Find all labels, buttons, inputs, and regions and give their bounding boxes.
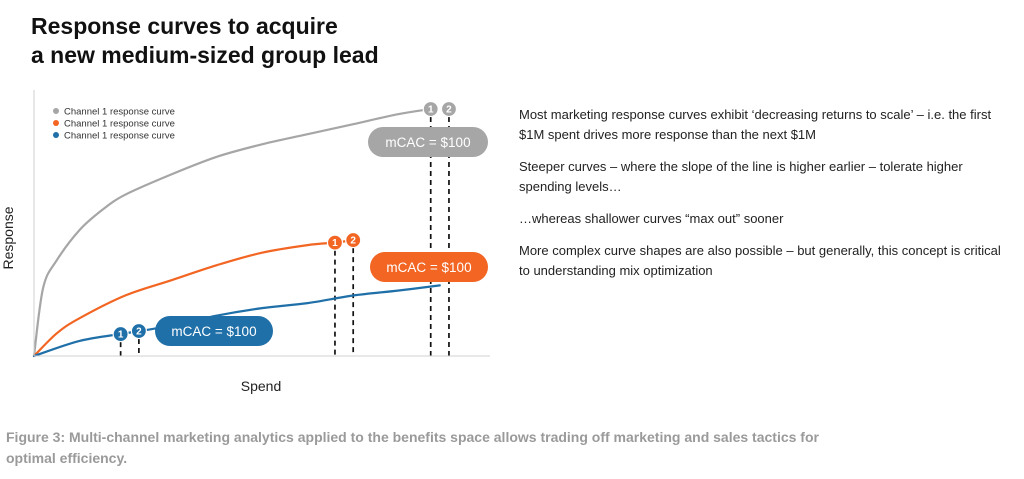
data-marker: 2 xyxy=(440,100,458,118)
data-marker-dot xyxy=(130,322,147,340)
legend-swatch xyxy=(53,108,59,114)
mcac-callout-label: mCAC = $100 xyxy=(386,260,471,275)
data-marker: 1 xyxy=(326,234,344,251)
mcac-callout-label: mCAC = $100 xyxy=(171,324,256,339)
mcac-callout-pill xyxy=(370,252,488,282)
mcac-callout-pill xyxy=(368,127,488,157)
mcac-callout: mCAC = $100 xyxy=(368,127,488,157)
series-line xyxy=(32,107,432,358)
legend-entry: Channel 1 response curve xyxy=(64,131,175,142)
data-marker-label: 2 xyxy=(136,327,142,338)
page-title: Response curves to acquire a new medium-… xyxy=(31,12,379,70)
key-point: Most marketing response curves exhibit ‘… xyxy=(519,107,992,142)
data-marker-label: 1 xyxy=(428,105,434,116)
legend-entry: Channel 1 response curve xyxy=(64,107,175,118)
data-marker-dot xyxy=(112,325,129,343)
key-point: Steeper curves – where the slope of the … xyxy=(519,159,963,194)
plot-area: mCAC = $100 1 2 mCAC = $100 1 2 mCAC = $100 1 2 xyxy=(32,100,488,358)
key-point: More complex curve shapes are also possi… xyxy=(519,243,1001,278)
data-marker-label: 1 xyxy=(118,330,124,341)
y-axis-label: Response xyxy=(0,206,16,269)
data-marker-label: 2 xyxy=(446,105,452,116)
data-marker-label: 1 xyxy=(332,238,338,249)
data-marker-dot xyxy=(440,100,458,118)
data-marker: 1 xyxy=(422,100,439,118)
data-marker-dot xyxy=(345,231,362,249)
data-marker-dot xyxy=(326,234,344,251)
title-line-2: a new medium-sized group lead xyxy=(31,42,379,68)
data-marker-label: 2 xyxy=(350,236,356,247)
legend-swatch xyxy=(53,120,59,126)
mcac-callout: mCAC = $100 xyxy=(155,316,273,346)
series-line xyxy=(32,284,441,358)
data-marker: 1 xyxy=(112,325,129,343)
mcac-callout-label: mCAC = $100 xyxy=(385,135,470,150)
legend-entry: Channel 1 response curve xyxy=(64,119,175,130)
x-axis-label: Spend xyxy=(241,378,281,394)
data-marker: 2 xyxy=(345,231,362,249)
legend-swatch xyxy=(53,132,59,138)
data-marker-dot xyxy=(422,100,439,118)
series-line xyxy=(32,239,355,358)
figure-caption: Figure 3: Multi-channel marketing analyt… xyxy=(6,429,819,466)
key-points-list: Most marketing response curves exhibit ‘… xyxy=(519,105,1014,293)
data-marker: 2 xyxy=(130,322,147,340)
title-line-1: Response curves to acquire xyxy=(31,13,338,39)
key-point: …whereas shallower curves “max out” soon… xyxy=(519,211,784,226)
chart-axes xyxy=(33,90,490,357)
mcac-callout: mCAC = $100 xyxy=(370,252,488,282)
mcac-callout-pill xyxy=(155,316,273,346)
